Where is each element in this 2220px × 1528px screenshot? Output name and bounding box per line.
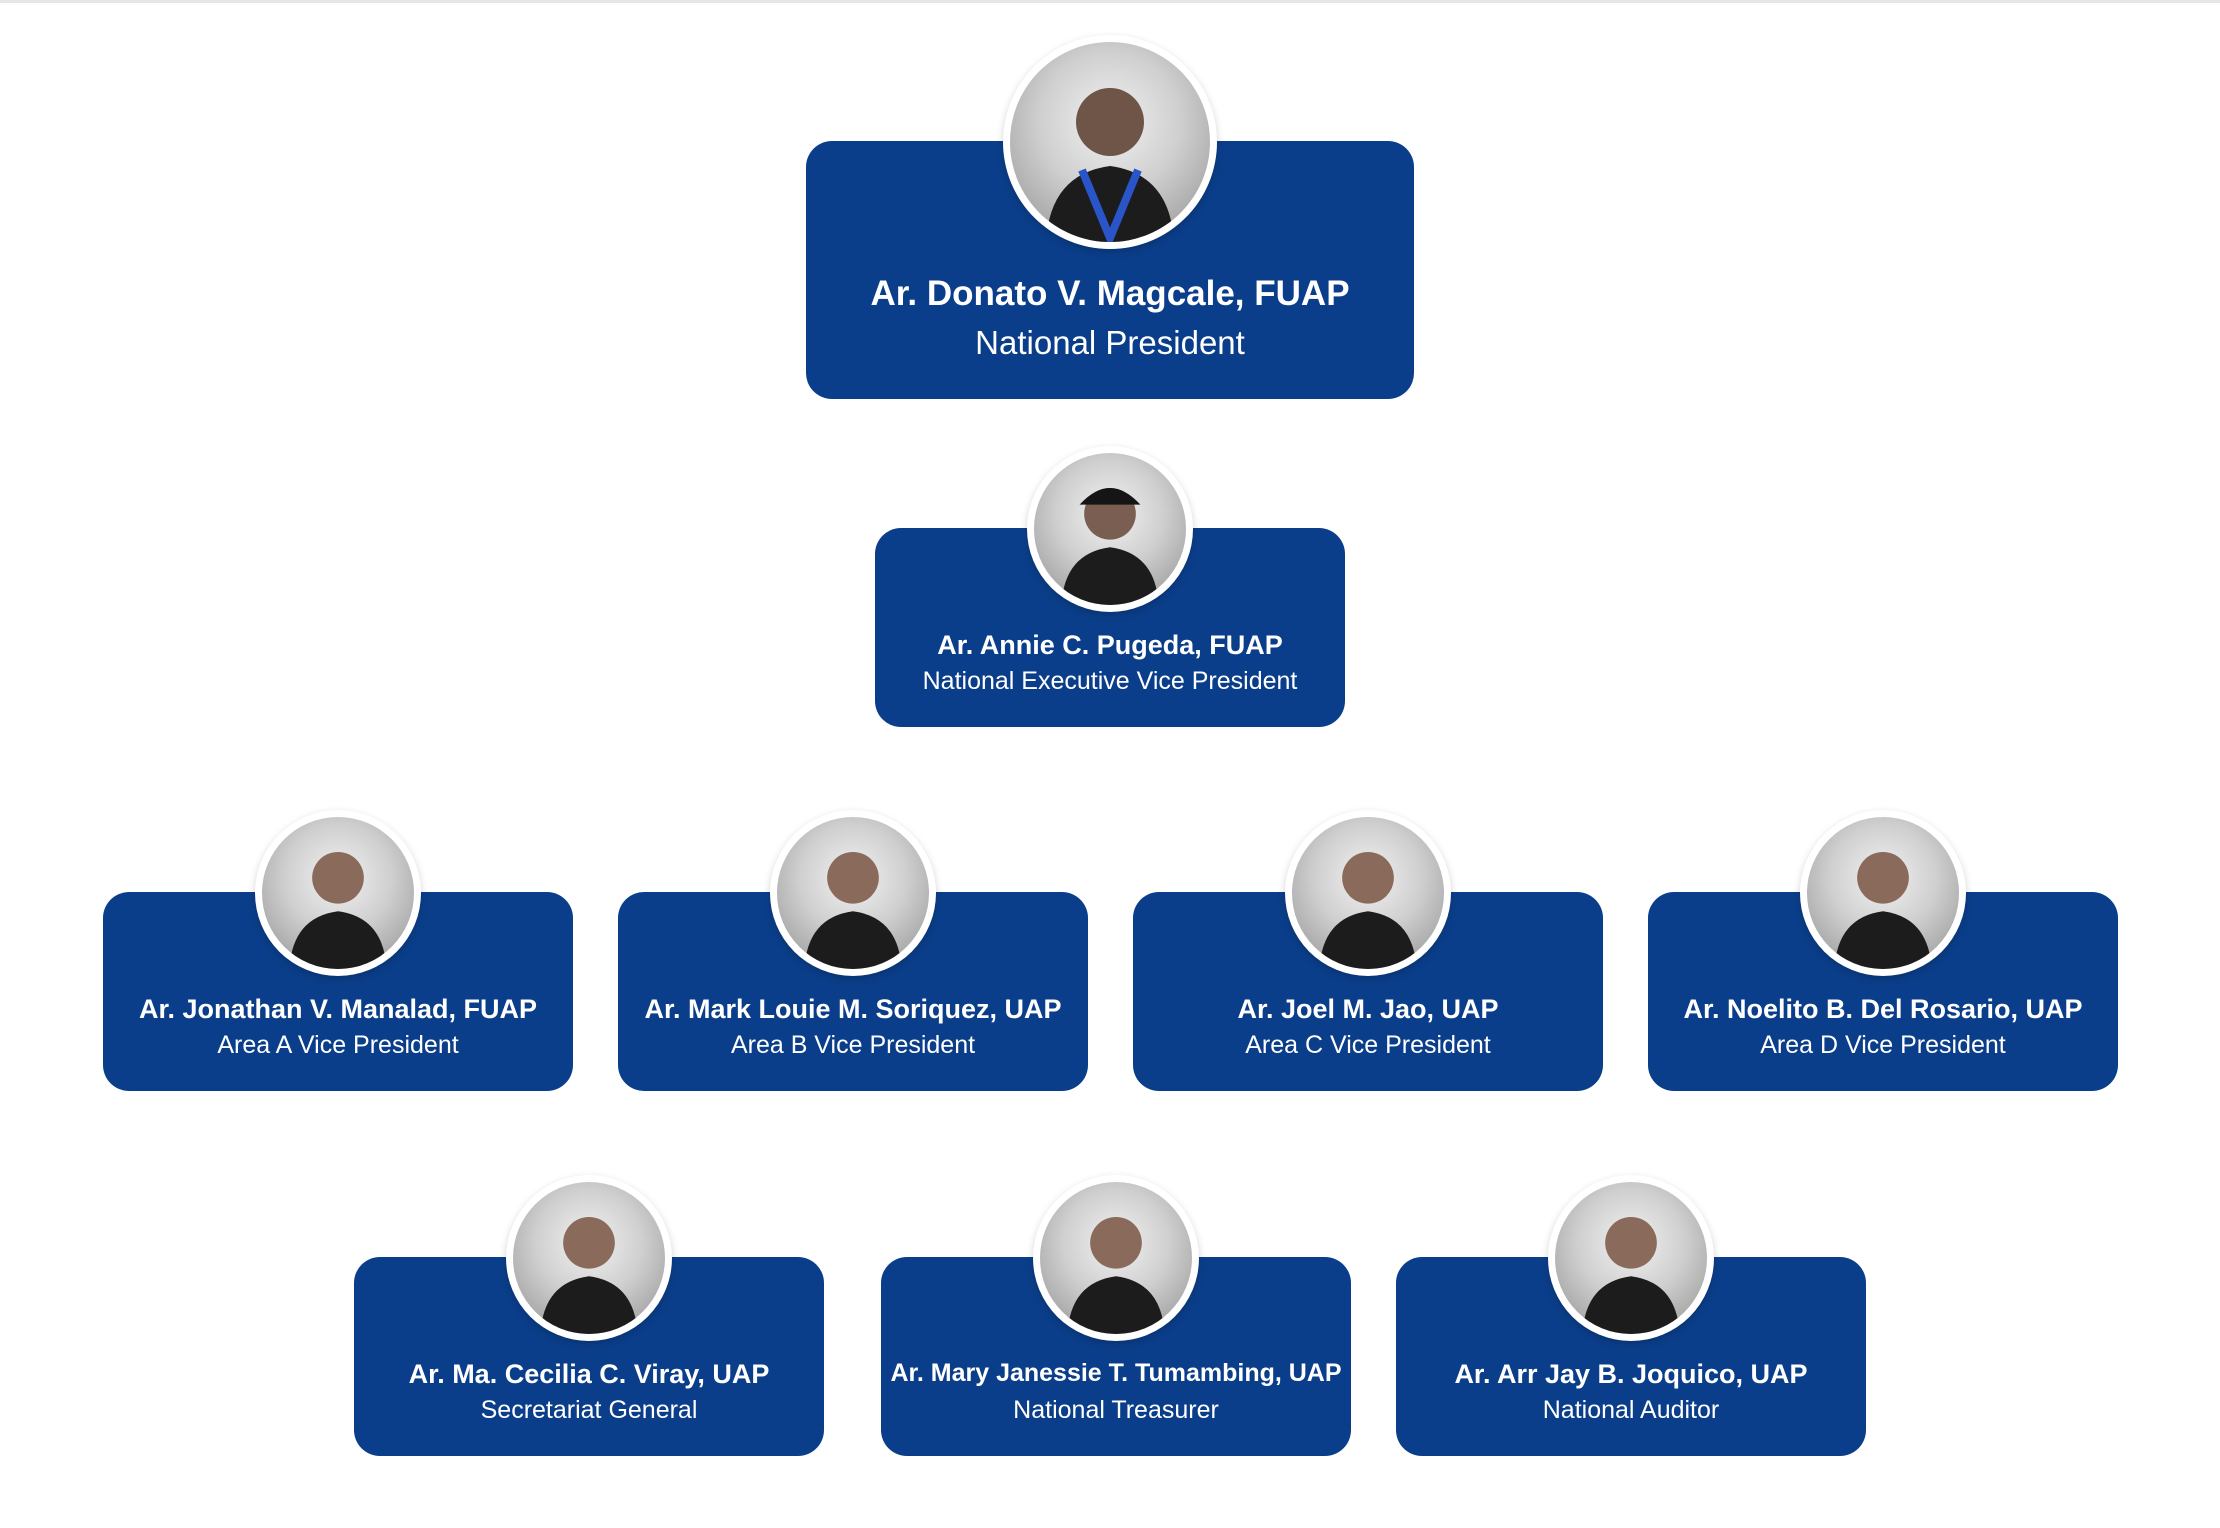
officer-role: National Auditor	[1542, 1396, 1720, 1424]
officer-name: Ar. Mary Janessie T. Tumambing, UAP	[890, 1359, 1342, 1387]
officer-avatar	[1033, 1175, 1199, 1341]
area-vp-role: Area C Vice President	[1245, 1031, 1491, 1059]
area-vp-name: Ar. Joel M. Jao, UAP	[1237, 994, 1499, 1024]
officer-card: Ar. Mary Janessie T. Tumambing, UAP Nati…	[881, 1257, 1351, 1456]
person-portrait-icon	[1292, 817, 1444, 969]
person-portrait-icon	[1034, 453, 1186, 605]
area-vp-card: Ar. Jonathan V. Manalad, FUAP Area A Vic…	[103, 892, 573, 1091]
area-vp-avatar	[1800, 810, 1966, 976]
person-portrait-icon	[1010, 42, 1210, 242]
person-portrait-icon	[1555, 1182, 1707, 1334]
officer-name: Ar. Ma. Cecilia C. Viray, UAP	[408, 1359, 770, 1389]
area-vp-name: Ar. Mark Louie M. Soriquez, UAP	[644, 994, 1062, 1024]
area-vp-avatar	[1285, 810, 1451, 976]
president-avatar	[1003, 35, 1217, 249]
area-vp-name: Ar. Noelito B. Del Rosario, UAP	[1683, 994, 2083, 1024]
officer-avatar	[506, 1175, 672, 1341]
president-name: Ar. Donato V. Magcale, FUAP	[870, 274, 1350, 313]
area-vp-avatar	[255, 810, 421, 976]
person-portrait-icon	[777, 817, 929, 969]
person-portrait-icon	[513, 1182, 665, 1334]
area-vp-role: Area D Vice President	[1760, 1031, 2006, 1059]
top-divider	[0, 0, 2220, 3]
officer-avatar	[1548, 1175, 1714, 1341]
person-portrait-icon	[1040, 1182, 1192, 1334]
area-vp-role: Area B Vice President	[730, 1031, 976, 1059]
evp-avatar	[1027, 446, 1193, 612]
evp-name: Ar. Annie C. Pugeda, FUAP	[937, 630, 1283, 660]
officer-role: Secretariat General	[480, 1396, 698, 1424]
area-vp-role: Area A Vice President	[217, 1031, 459, 1059]
area-vp-avatar	[770, 810, 936, 976]
person-portrait-icon	[1807, 817, 1959, 969]
president-role: National President	[975, 324, 1245, 361]
area-vp-name: Ar. Jonathan V. Manalad, FUAP	[138, 994, 538, 1024]
officer-role: National Treasurer	[1013, 1396, 1219, 1424]
officer-name: Ar. Arr Jay B. Joquico, UAP	[1454, 1359, 1808, 1389]
person-portrait-icon	[262, 817, 414, 969]
evp-role: National Executive Vice President	[922, 667, 1298, 695]
